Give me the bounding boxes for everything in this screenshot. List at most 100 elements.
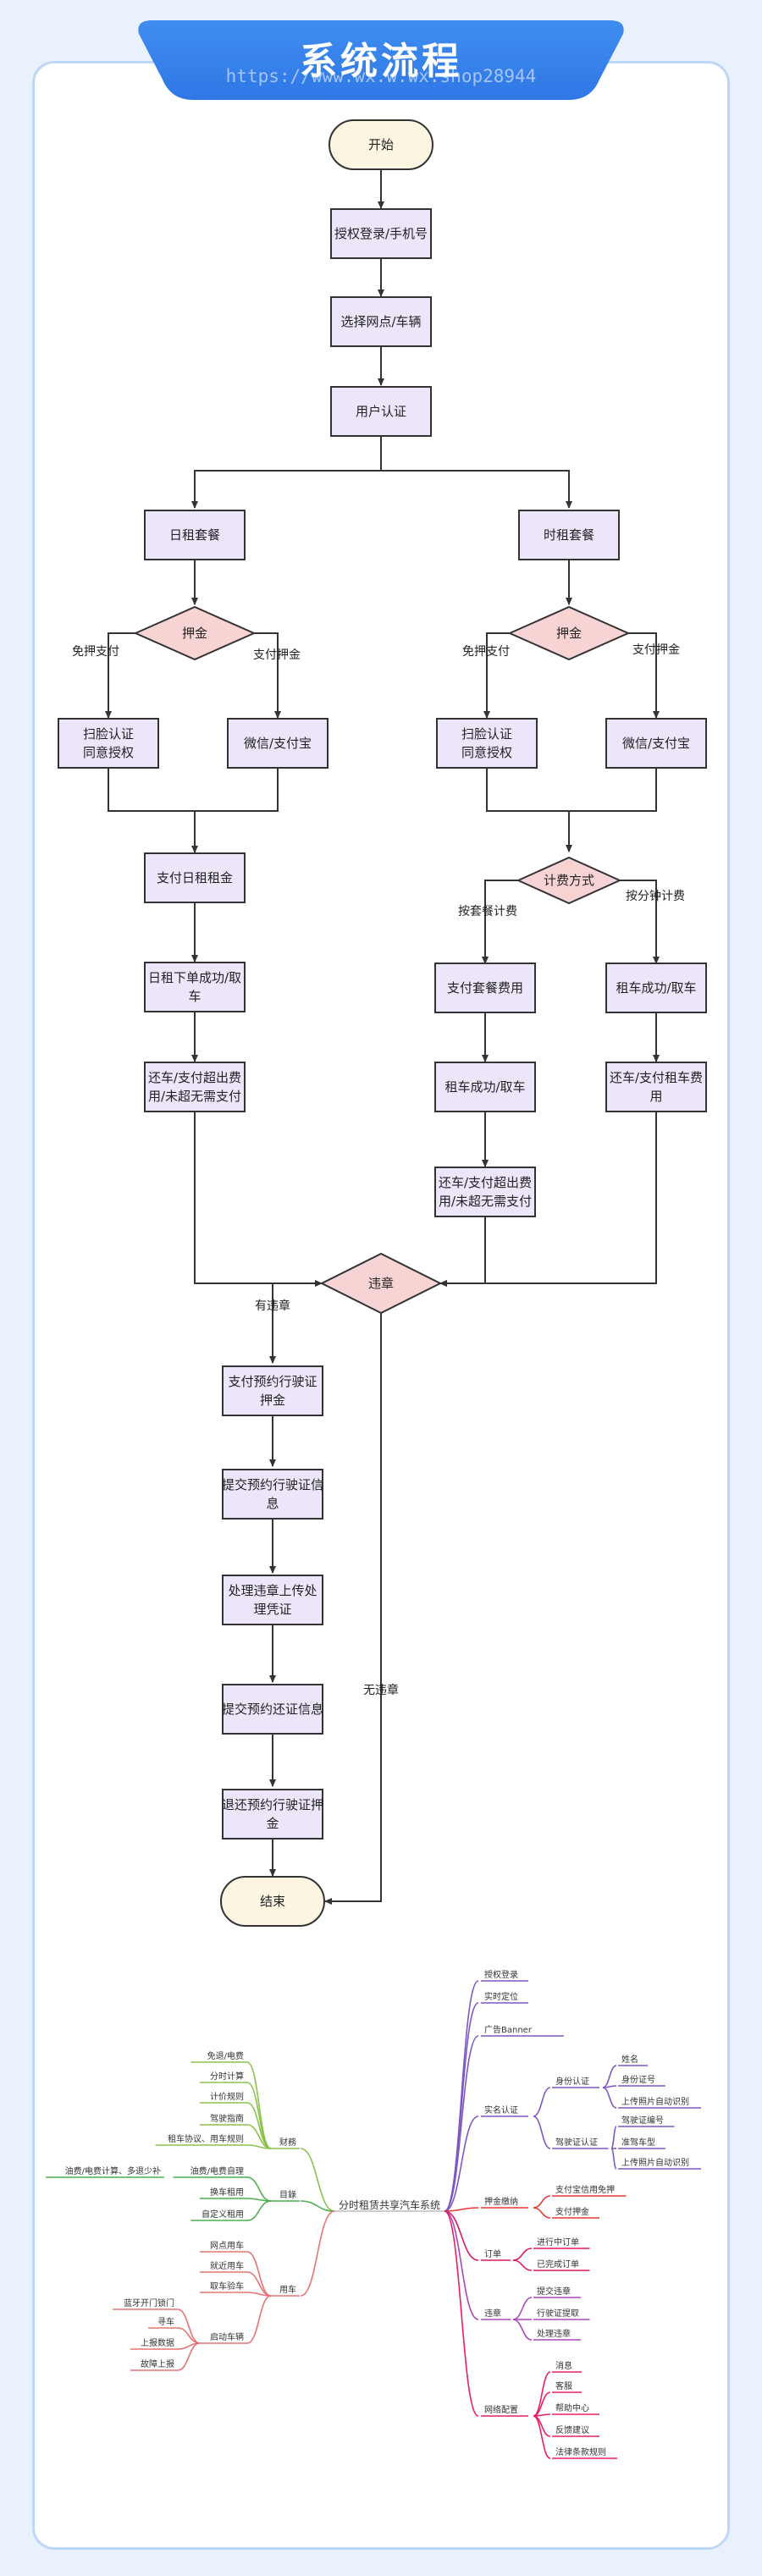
mindmap-node-right: 授权登录 [484,1969,518,1980]
mindmap-network-leaf: 消息 [555,2360,572,2371]
hourly-plan-node [518,510,620,560]
mindmap-catalog-leaf: 换车租用 [210,2187,244,2198]
mindmap-violation-leaf: 提交违章 [537,2286,571,2297]
deposit-right-node-label: 押金 [556,626,582,641]
mindmap-branch [177,2342,201,2371]
violation-node [319,1252,443,1315]
daily-success-node [144,962,246,1012]
mindmap-branch [512,2259,533,2271]
mindmap-order-leaf: 已完成订单 [537,2259,579,2270]
daily-plan-node [144,510,246,560]
flow-connector [191,436,382,509]
pay-package-node-label: 支付套餐费用 [447,980,523,996]
deposit-free-right-label: 免押支付 [462,645,510,659]
deposit-free-left-label: 免押支付 [72,645,119,659]
mindmap-finance-leaf: 计价规则 [210,2091,244,2102]
mindmap-branch [177,2308,201,2344]
no-violation-label: 无违章 [363,1683,399,1697]
pay-daily-node [144,852,246,903]
mindmap-branch [512,2297,533,2320]
flow-connector [254,632,281,719]
mindmap-node-network: 网络配置 [484,2404,518,2415]
mindmap-branch [300,2148,335,2212]
mindmap-node-start-vehicle: 启动车辆 [210,2331,244,2342]
mindmap-node-violation: 违章 [484,2308,501,2319]
return-pay-rent-node [605,1062,707,1112]
mindmap-finance-leaf: 分时计算 [210,2071,244,2082]
wechat-alipay-left-node-label: 微信/支付宝 [244,736,312,751]
mindmap-center: 分时租赁共享汽车系统 [339,2198,440,2211]
end-node-label: 结束 [260,1894,285,1909]
deposit-pay-right-label: 支付押金 [632,643,680,657]
mindmap-node-realname: 实名认证 [484,2104,518,2115]
user-auth-node-label: 用户认证 [356,404,406,419]
mindmap-violation-leaf: 行驶证提取 [537,2308,579,2319]
flow-connector [628,632,660,719]
deposit-pay-left-label: 支付押金 [253,648,301,662]
mindmap-branch [533,2087,551,2117]
mindmap-branch [533,2415,551,2459]
mindmap-license-leaf: 准驾车型 [621,2137,655,2148]
mindmap-branch [246,2295,272,2344]
flow-connector [482,880,518,964]
mindmap-branch [444,2002,479,2212]
mindmap-network-leaf: 法律条款规则 [555,2446,606,2457]
mindmap-branch [533,2115,551,2149]
mindmap-node-catalog: 目錄 [279,2189,296,2200]
mindmap-startcar-leaf: 上报数据 [141,2337,174,2348]
flow-connector [620,880,660,964]
mindmap-usecar-leaf: 就近用车 [210,2260,244,2271]
mindmap-finance-leaf: 租车协议、用车规则 [168,2133,244,2144]
flow-connector [439,1216,486,1287]
title-banner [138,20,624,100]
flow-connector [483,632,510,719]
submit-return-info-node-label: 提交预约还证信息 [222,1702,323,1717]
mindmap-branch [444,2115,479,2212]
flow-connector [324,1313,382,1905]
mindmap-startcar-leaf: 蓝牙开门锁门 [124,2297,174,2308]
face-auth-left-node [58,718,159,769]
mindmap-finance-leaf: 免退/电费 [207,2050,244,2061]
mindmap-license-leaf: 上传照片自动识别 [621,2157,689,2168]
select-station-node [330,296,432,347]
refund-deposit-node [222,1789,323,1840]
watermark-text: https://www.wx.w.wx.shop28944 [225,66,537,86]
mindmap-network-leaf: 反馈建议 [555,2424,589,2435]
handle-violation-node-label: 处理违章上传处理凭证 [228,1583,317,1617]
mindmap-license-leaf: 驾驶证编号 [621,2115,664,2126]
mindmap-branch [444,2210,479,2320]
mindmap-branch [602,2065,617,2088]
mindmap-order-leaf: 进行中订单 [537,2237,579,2248]
page-title: 系统流程 [300,40,462,83]
mindmap-node-right: 广告Banner [484,2024,533,2035]
return-extra-node-label: 还车/支付超出费用/未超无需支付 [439,1175,532,1209]
pay-daily-node-label: 支付日租租金 [157,870,233,885]
billing-package-label: 按套餐计费 [458,905,517,918]
rent-success-mid-node [434,1062,536,1112]
refund-deposit-node-label: 退还预约行驶证押金 [222,1797,323,1831]
mindmap-branch [444,2210,479,2417]
mindmap-branch [533,2415,551,2437]
mindmap-branch [177,2327,201,2344]
pay-package-node [434,963,536,1013]
flow-connector [486,768,657,812]
mindmap-branch [512,2319,533,2341]
mindmap-usecar-leaf: 网点用车 [210,2240,244,2251]
mindmap-branch [300,2200,335,2212]
wechat-alipay-right-node [605,718,707,769]
mindmap-node-right: 实时定位 [484,1991,518,2002]
mindmap-node-finance: 财務 [279,2137,296,2148]
mindmap-branch [533,2195,551,2209]
mindmap-branch [610,2126,617,2149]
mindmap-branch [444,2210,479,2261]
select-station-node-label: 选择网点/车辆 [340,314,421,329]
end-node [220,1876,325,1927]
mindmap-id-leaf: 姓名 [621,2054,638,2065]
flow-connector [194,1111,323,1287]
mindmap-branch [246,2200,272,2221]
mindmap-network-leaf: 客服 [555,2380,572,2391]
mindmap-usecar-leaf: 取车验车 [210,2281,244,2292]
rent-success-right-node-label: 租车成功/取车 [616,980,696,996]
mindmap-startcar-leaf: 寻车 [157,2316,174,2327]
